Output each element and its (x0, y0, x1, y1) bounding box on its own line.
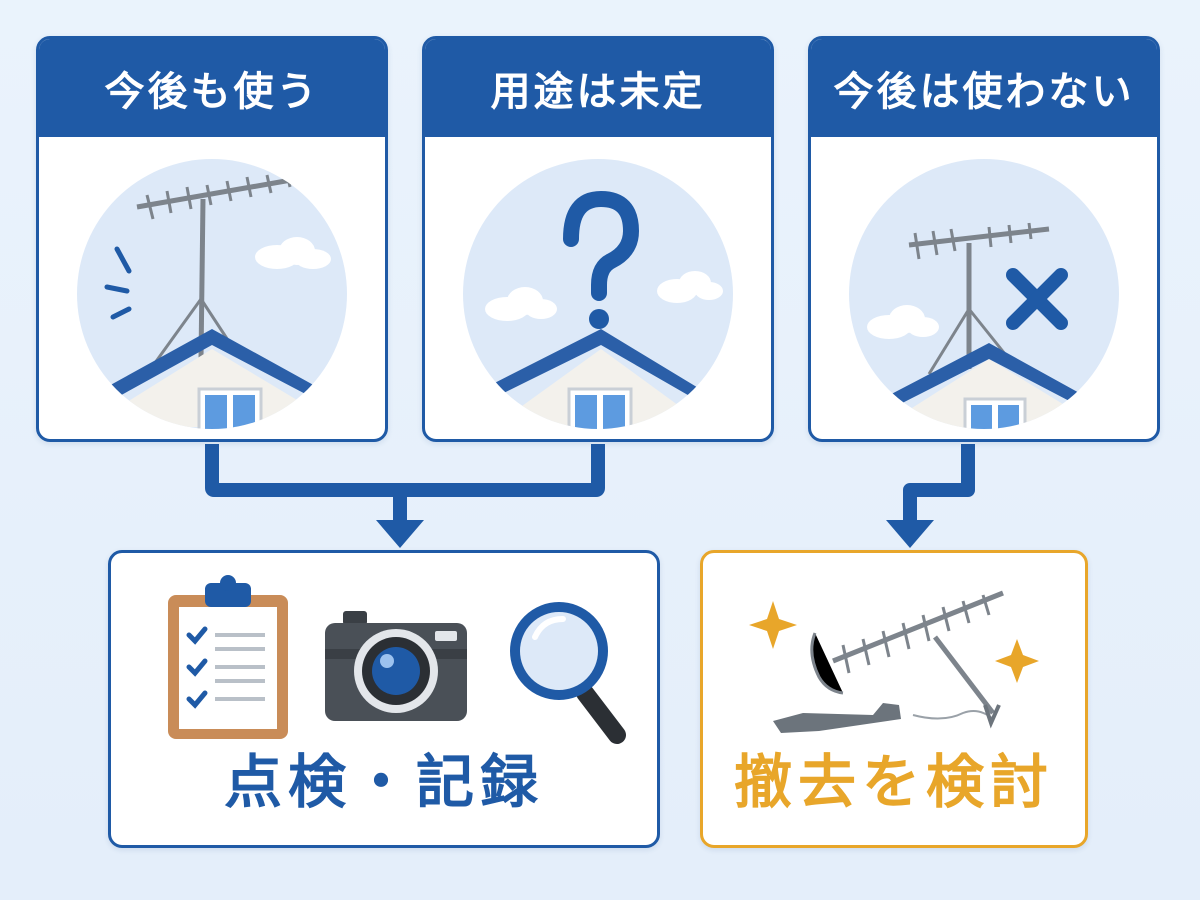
card-undecided: 用途は未定 (422, 36, 774, 442)
card-title: 今後は使わない (811, 39, 1157, 137)
antenna-roof-signal-icon (77, 159, 347, 429)
result-consider-removal: 撤去を検討 (700, 550, 1088, 848)
antenna-roof-cross-icon (849, 159, 1119, 429)
result-label: 点検・記録 (223, 748, 544, 816)
sparkle-icon (749, 601, 1039, 683)
question-mark-roof-icon (463, 159, 733, 429)
connector-middle (400, 444, 605, 497)
card-keep-using: 今後も使う (36, 36, 388, 442)
connector-right (903, 444, 975, 522)
magnifier-icon (510, 602, 626, 744)
card-title: 今後も使う (39, 39, 385, 137)
removed-antenna-icon (749, 590, 1039, 733)
camera-icon (325, 611, 467, 721)
card-title: 用途は未定 (425, 39, 771, 137)
arrow-to-inspect (376, 520, 424, 548)
card-stop-using: 今後は使わない (808, 36, 1160, 442)
connector-left (205, 444, 407, 522)
result-label: 撤去を検討 (733, 748, 1054, 816)
arrow-to-remove (886, 520, 934, 548)
result-inspect-record: 点検・記録 (108, 550, 660, 848)
clipboard-checklist-icon (168, 575, 288, 739)
